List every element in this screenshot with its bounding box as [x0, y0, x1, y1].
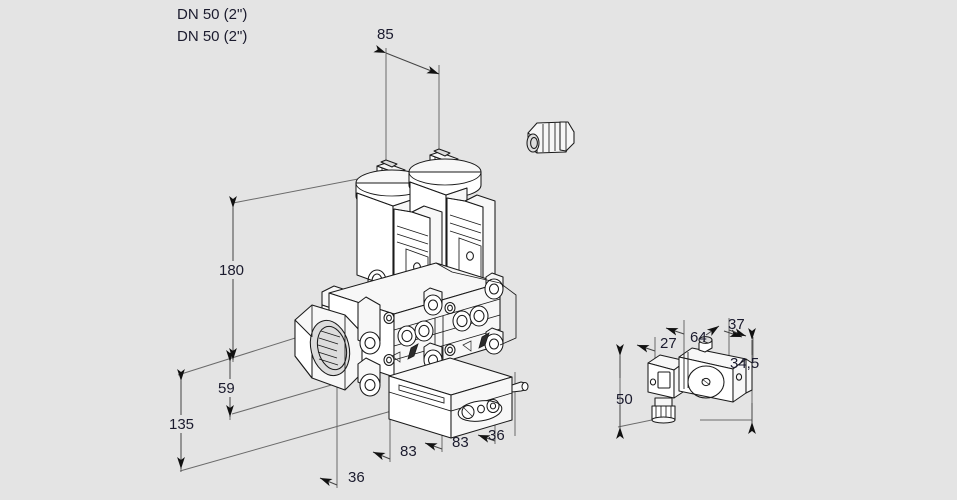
port-label-lower: DN 50 (2"): [177, 28, 247, 45]
outlet-housing: [388, 357, 529, 439]
dimension-59-label: 59: [218, 380, 235, 397]
dimension-37: 37: [705, 316, 747, 337]
switch-main-housing: [678, 347, 753, 403]
dimension-180: 180: [216, 196, 252, 360]
dimension-34-5-label: 34,5: [730, 355, 759, 372]
dimension-64: 64: [665, 327, 743, 346]
dimension-83-left-label: 83: [400, 443, 417, 460]
dimension-135-label: 135: [169, 416, 194, 433]
bolt-upper-mid: [423, 287, 443, 316]
dimension-83-right-label: 83: [452, 434, 469, 451]
dimension-36-left: 36: [319, 469, 365, 487]
pressure-switch-detail: 27 64 37 34,5 50: [616, 316, 759, 439]
dimension-36-right-label: 36: [488, 427, 505, 444]
dimension-27-label: 27: [660, 335, 677, 352]
dimension-83-left: 83: [372, 443, 417, 461]
rear-body-outline: [435, 262, 517, 346]
dimension-50-label: 50: [616, 391, 633, 408]
bolt-lower-left: [357, 357, 381, 397]
dimension-180-label: 180: [219, 262, 244, 279]
dimension-85-label: 85: [377, 26, 394, 43]
flow-direction-marks: [391, 332, 490, 363]
dimension-50: 50: [616, 344, 633, 439]
dimension-27: 27: [636, 335, 677, 353]
dimension-36-right: 36: [477, 427, 505, 444]
switch-terminal-box: [647, 354, 687, 424]
bolt-upper-left: [357, 296, 381, 355]
bolt-lower-right: [484, 327, 504, 355]
dimension-34-5: 34,5: [730, 328, 759, 434]
dimension-85: 85: [373, 26, 440, 75]
dimension-135: 135: [166, 369, 200, 469]
valve-assembly: [294, 148, 529, 439]
port-label-group: DN 50 (2") DN 50 (2"): [177, 6, 247, 45]
dimension-59: 59: [215, 350, 241, 417]
bolt-upper-right: [484, 272, 504, 300]
port-label-upper: DN 50 (2"): [177, 6, 247, 23]
inlet-flange: [294, 304, 363, 391]
dimension-83-right: 83: [424, 434, 469, 451]
switch-vent-cap: [698, 336, 713, 353]
dimension-64-label: 64: [690, 329, 707, 346]
dimension-36-left-label: 36: [348, 469, 365, 486]
cable-gland: [526, 121, 575, 154]
